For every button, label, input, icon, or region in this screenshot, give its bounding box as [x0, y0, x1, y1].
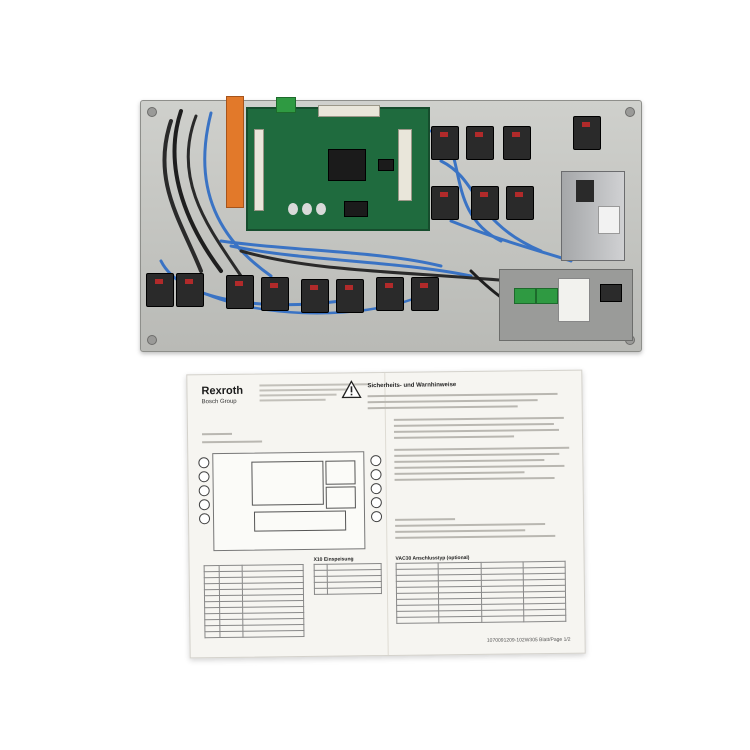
brand-subtitle: Bosch Group — [201, 398, 237, 406]
header-connector — [254, 129, 264, 211]
wiring-diagram — [212, 451, 366, 552]
text-line — [394, 464, 565, 469]
psu-terminal — [576, 180, 594, 202]
text-line — [394, 435, 515, 439]
relay-module — [376, 277, 404, 311]
relay-module — [503, 126, 531, 160]
relay-module — [146, 273, 174, 307]
psu-label — [598, 206, 620, 234]
power-supply-table — [314, 563, 382, 595]
text-line — [393, 428, 559, 433]
text-line — [393, 416, 564, 421]
text-line — [395, 523, 546, 527]
relay-module — [226, 275, 254, 309]
power-supply-unit — [561, 171, 625, 261]
diagram-board — [251, 460, 324, 506]
callout-marker — [370, 483, 382, 495]
table-title: X10 Einspeisung — [313, 556, 354, 563]
text-line — [367, 399, 538, 404]
chip — [344, 201, 368, 217]
text-line — [367, 392, 558, 398]
text-line — [201, 432, 233, 436]
document-footer: 1070091209-102W305 Blatt/Page 1/2 — [486, 636, 571, 644]
callout-marker — [198, 471, 210, 483]
text-line — [394, 452, 560, 457]
relay-module — [431, 186, 459, 220]
text-line — [395, 534, 556, 539]
screw — [147, 107, 157, 117]
callout-marker — [198, 457, 210, 469]
relay-module — [411, 277, 439, 311]
relay-module — [261, 277, 289, 311]
relay-module — [573, 116, 601, 150]
callout-marker — [370, 455, 382, 467]
instruction-sheet: Rexroth Bosch Group Sicherheits- und War… — [186, 369, 586, 659]
screw — [147, 335, 157, 345]
green-connector — [276, 97, 296, 113]
callout-marker — [370, 469, 382, 481]
callout-marker — [198, 485, 210, 497]
orange-terminal-block — [226, 96, 244, 208]
diagram-psu — [325, 486, 356, 509]
circuit-board — [246, 97, 430, 231]
relay-module — [301, 279, 329, 313]
text-line — [393, 422, 554, 427]
interface-module — [499, 269, 633, 341]
ethernet-port — [600, 284, 622, 302]
relay-module — [471, 186, 499, 220]
processor-chip — [328, 149, 366, 181]
fold-line — [384, 372, 389, 655]
text-line — [394, 446, 570, 451]
header-connector — [398, 129, 412, 201]
vac30-table — [396, 561, 567, 624]
ribbon-connector — [318, 105, 380, 117]
relay-module — [466, 126, 494, 160]
green-connector — [536, 288, 558, 304]
text-line — [394, 471, 525, 475]
text-line — [395, 518, 456, 521]
green-connector — [514, 288, 536, 304]
callout-marker — [198, 513, 211, 525]
diagram-relays — [253, 510, 347, 532]
text-line — [394, 476, 555, 481]
warning-icon — [341, 380, 362, 399]
capacitors — [288, 203, 328, 217]
warning-title: Sicherheits- und Warnhinweise — [367, 382, 457, 390]
callout-marker — [370, 511, 383, 523]
callout-marker — [198, 499, 210, 511]
diagram-module — [325, 460, 356, 485]
screw — [625, 107, 635, 117]
text-line — [367, 405, 518, 410]
callout-marker — [370, 497, 382, 509]
table-title: VAC30 Anschlusstyp (optional) — [395, 554, 470, 562]
text-line — [395, 529, 526, 533]
brand-logo: Rexroth — [201, 384, 244, 398]
chip — [378, 159, 394, 171]
module-label — [558, 278, 590, 322]
connector-table — [204, 564, 305, 638]
relay-module — [176, 273, 204, 307]
relay-module — [431, 126, 459, 160]
control-panel — [140, 96, 642, 352]
relay-module — [336, 279, 364, 313]
text-line — [394, 459, 545, 463]
text-line — [202, 440, 263, 444]
relay-module — [506, 186, 534, 220]
